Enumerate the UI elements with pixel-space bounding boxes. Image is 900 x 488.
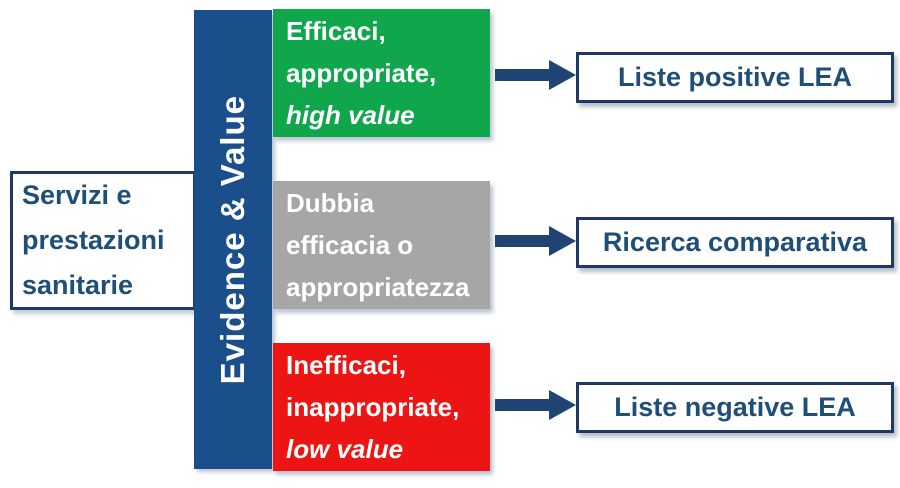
arrow-shaft: [495, 235, 551, 247]
outcome-label: Liste positive LEA: [617, 62, 853, 92]
arrow-head: [549, 60, 576, 90]
outcome-box-ricerca-comparativa: Ricerca comparativa: [576, 217, 894, 268]
right-arrow-icon: [495, 60, 576, 90]
evidence-value-bar: Evidence & Value: [194, 10, 272, 469]
category-line: efficacia o: [286, 230, 414, 260]
category-line: low value: [286, 434, 404, 464]
category-line: inappropriate,: [286, 392, 460, 422]
category-line: appropriate,: [286, 58, 437, 88]
right-arrow-icon: [495, 390, 576, 420]
category-box-low-value: Inefficaci, inappropriate, low value: [273, 343, 490, 471]
arrow-shaft: [495, 399, 551, 411]
arrow-head: [549, 226, 576, 256]
category-line: high value: [286, 100, 415, 130]
category-box-dubbia: Dubbia efficacia o appropriatezza: [273, 181, 490, 309]
source-box-line: prestazioni: [22, 225, 165, 255]
category-line: Efficaci,: [286, 16, 386, 46]
evidence-value-label: Evidence & Value: [214, 94, 251, 385]
source-box-servizi: Servizi e prestazioni sanitarie: [10, 171, 196, 310]
arrow-shaft: [495, 69, 551, 81]
outcome-box-liste-negative: Liste negative LEA: [576, 382, 894, 433]
outcome-label: Ricerca comparativa: [602, 227, 868, 257]
outcome-label: Liste negative LEA: [614, 392, 856, 422]
source-box-line: Servizi e: [22, 180, 132, 210]
category-line: Inefficaci,: [286, 350, 406, 380]
arrow-head: [549, 390, 576, 420]
category-line: appropriatezza: [286, 272, 470, 302]
category-line: Dubbia: [286, 188, 375, 218]
right-arrow-icon: [495, 226, 576, 256]
category-box-high-value: Efficaci, appropriate, high value: [273, 9, 490, 137]
source-box-line: sanitarie: [22, 270, 134, 300]
outcome-box-liste-positive: Liste positive LEA: [576, 52, 894, 103]
